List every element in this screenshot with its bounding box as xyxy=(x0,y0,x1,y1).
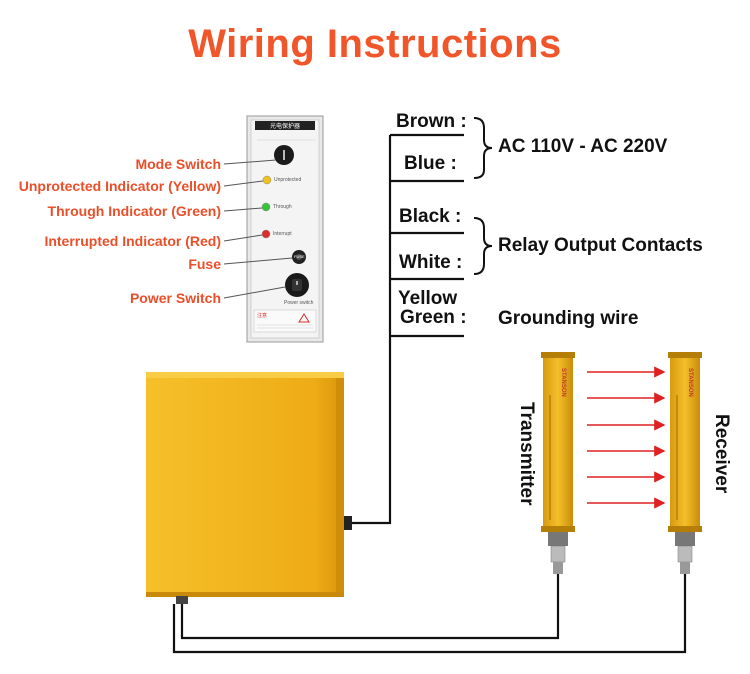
transmitter-brand: STANSON xyxy=(560,368,566,397)
panel-power-text: Power switch xyxy=(284,300,314,306)
fuse-holder[interactable] xyxy=(292,250,306,264)
panel-header: 光电保护器 xyxy=(269,124,300,130)
receiver-brand: STANSON xyxy=(687,368,693,397)
annotation-fuse: Fuse xyxy=(188,256,221,272)
group-label-ground: Grounding wire xyxy=(498,308,639,329)
group-label-relay: Relay Output Contacts xyxy=(498,235,703,256)
interrupted-led xyxy=(261,229,271,239)
light-beams xyxy=(587,366,666,509)
relay-brace xyxy=(473,217,493,275)
panel-fuse-text: FUSE xyxy=(294,254,305,259)
main-cable xyxy=(352,336,392,525)
wire-label-green: Green : xyxy=(400,307,467,328)
warning-label xyxy=(253,309,317,333)
through-led xyxy=(261,202,271,212)
panel-label-unprotected: Unprotected xyxy=(274,177,302,183)
panel-label-interrupt: Interrupt xyxy=(273,231,292,237)
wire-label-brown: Brown : xyxy=(396,111,467,132)
annotation-leaders xyxy=(223,159,293,299)
annotation-mode-switch: Mode Switch xyxy=(135,156,221,172)
page-title: Wiring Instructions xyxy=(188,22,562,66)
receiver-unit xyxy=(668,352,702,574)
ac-brace xyxy=(473,117,493,179)
panel-label-through: Through xyxy=(273,204,292,210)
wire-label-yellow: Yellow xyxy=(398,288,458,309)
annotation-power-switch: Power Switch xyxy=(129,290,221,306)
panel-warning-text: 注意 xyxy=(257,313,268,319)
wire-label-blue: Blue : xyxy=(404,153,457,174)
wire-label-black: Black : xyxy=(399,206,462,227)
annotation-unprotected-indicator: Unprotected Indicator (Yellow) xyxy=(18,178,221,194)
transmitter-label: Transmitter xyxy=(516,402,537,506)
controller-box xyxy=(146,372,344,597)
annotation-interrupted-indicator: Interrupted Indicator (Red) xyxy=(44,233,221,249)
annotation-through-indicator: Through Indicator (Green) xyxy=(47,203,221,219)
power-switch-button[interactable] xyxy=(285,273,309,297)
transmitter-unit xyxy=(541,352,575,574)
receiver-label: Receiver xyxy=(711,414,732,494)
wire-label-white: White : xyxy=(399,252,463,273)
terminal-lines xyxy=(388,133,464,338)
group-label-ac: AC 110V - AC 220V xyxy=(498,136,668,157)
mode-switch-knob[interactable] xyxy=(274,145,294,165)
sensor-cables xyxy=(172,574,687,654)
unprotected-led xyxy=(262,175,272,185)
cable-gland xyxy=(176,516,352,604)
